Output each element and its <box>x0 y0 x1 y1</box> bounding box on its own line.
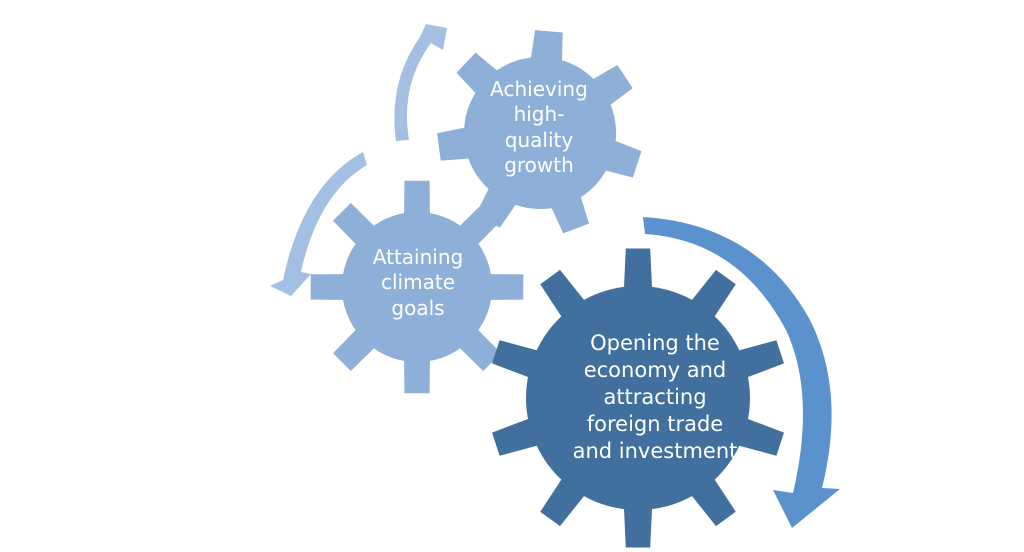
gear-growth <box>437 30 642 234</box>
gear-growth-label: Achieving high- quality growth <box>490 77 588 178</box>
cycle-arrow-top <box>394 24 447 141</box>
gear-climate-label: Attaining climate goals <box>372 245 464 320</box>
gear-opening-label: Opening the economy and attracting forei… <box>572 331 738 464</box>
cycle-arrow-left <box>270 152 367 296</box>
gear-climate <box>310 180 524 394</box>
gear-opening <box>492 248 784 548</box>
cycle-arrow-right <box>643 217 840 528</box>
